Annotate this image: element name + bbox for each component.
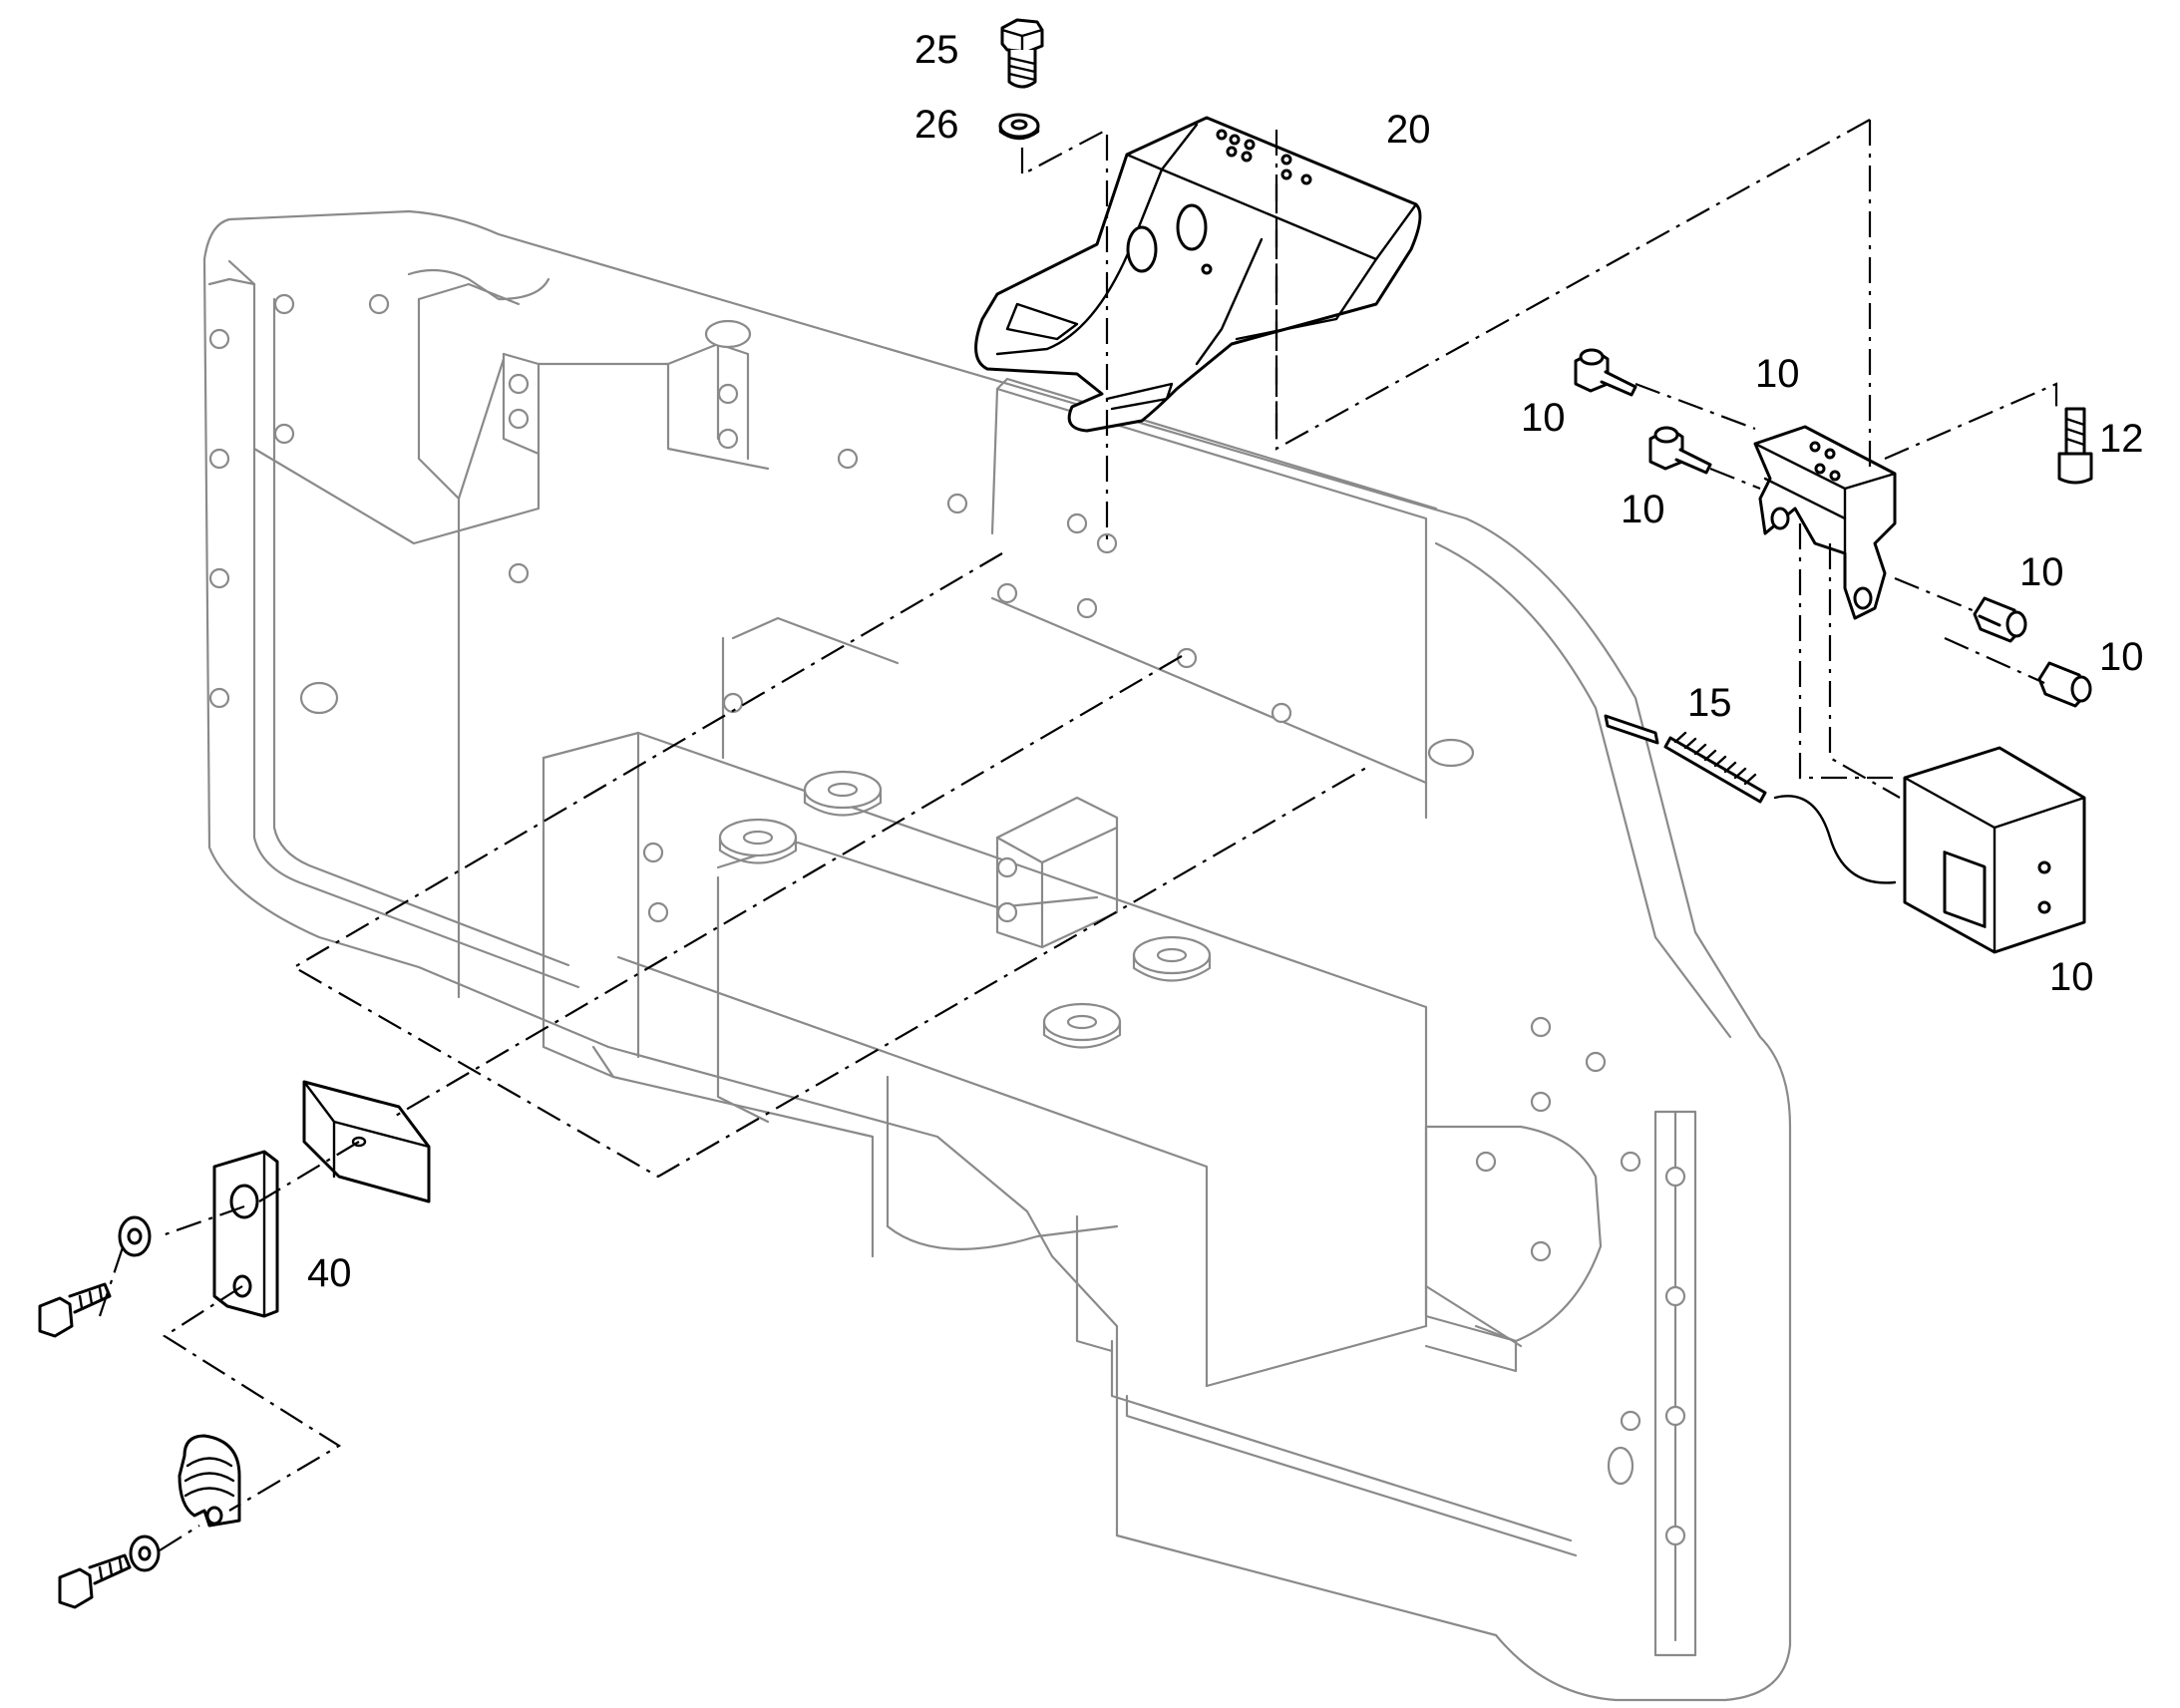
assembly-lines [98,119,2058,1551]
washer-upper-left [118,1215,152,1257]
callout-40: 40 [307,1251,352,1295]
washer-lower-left [129,1535,161,1572]
sensor-cable-15 [1604,714,1897,884]
callout-labels: 25 26 20 10 10 10 12 10 10 15 10 40 [307,28,2144,1295]
callout-10-left-b: 10 [1621,488,1665,531]
hex-bolt-upper-left [38,1282,112,1338]
callout-10-top: 10 [1755,352,1800,396]
callout-20: 20 [1386,108,1431,152]
socket-screw-left-a [1574,348,1637,397]
housing-bolt-holes [208,293,1686,1546]
socket-screw-right-b [2037,661,2092,708]
callout-10-sensor: 10 [2049,955,2094,999]
mounting-bracket-20 [974,116,1422,433]
hex-bolt-25 [1000,18,1044,89]
washer-26 [998,113,1040,141]
main-housing-frame [202,209,1792,1702]
callout-26: 26 [914,103,959,147]
plate-40 [212,1150,279,1318]
callout-10-left-a: 10 [1521,396,1566,440]
proximity-sensor [1903,746,2086,954]
socket-screw-right-a [1973,596,2027,643]
hex-bolt-lower-left [58,1553,132,1609]
wear-strip [302,1080,431,1203]
socket-screw-left-b [1648,426,1712,475]
socket-screw-12 [2057,407,2093,485]
callout-25: 25 [914,28,959,72]
callout-12: 12 [2099,417,2144,461]
sensor-bracket [1753,425,1897,620]
callout-15: 15 [1687,681,1732,725]
callout-10-right-a: 10 [2019,550,2064,594]
cable-clamp [178,1434,241,1528]
callout-10-right-b: 10 [2099,635,2144,679]
